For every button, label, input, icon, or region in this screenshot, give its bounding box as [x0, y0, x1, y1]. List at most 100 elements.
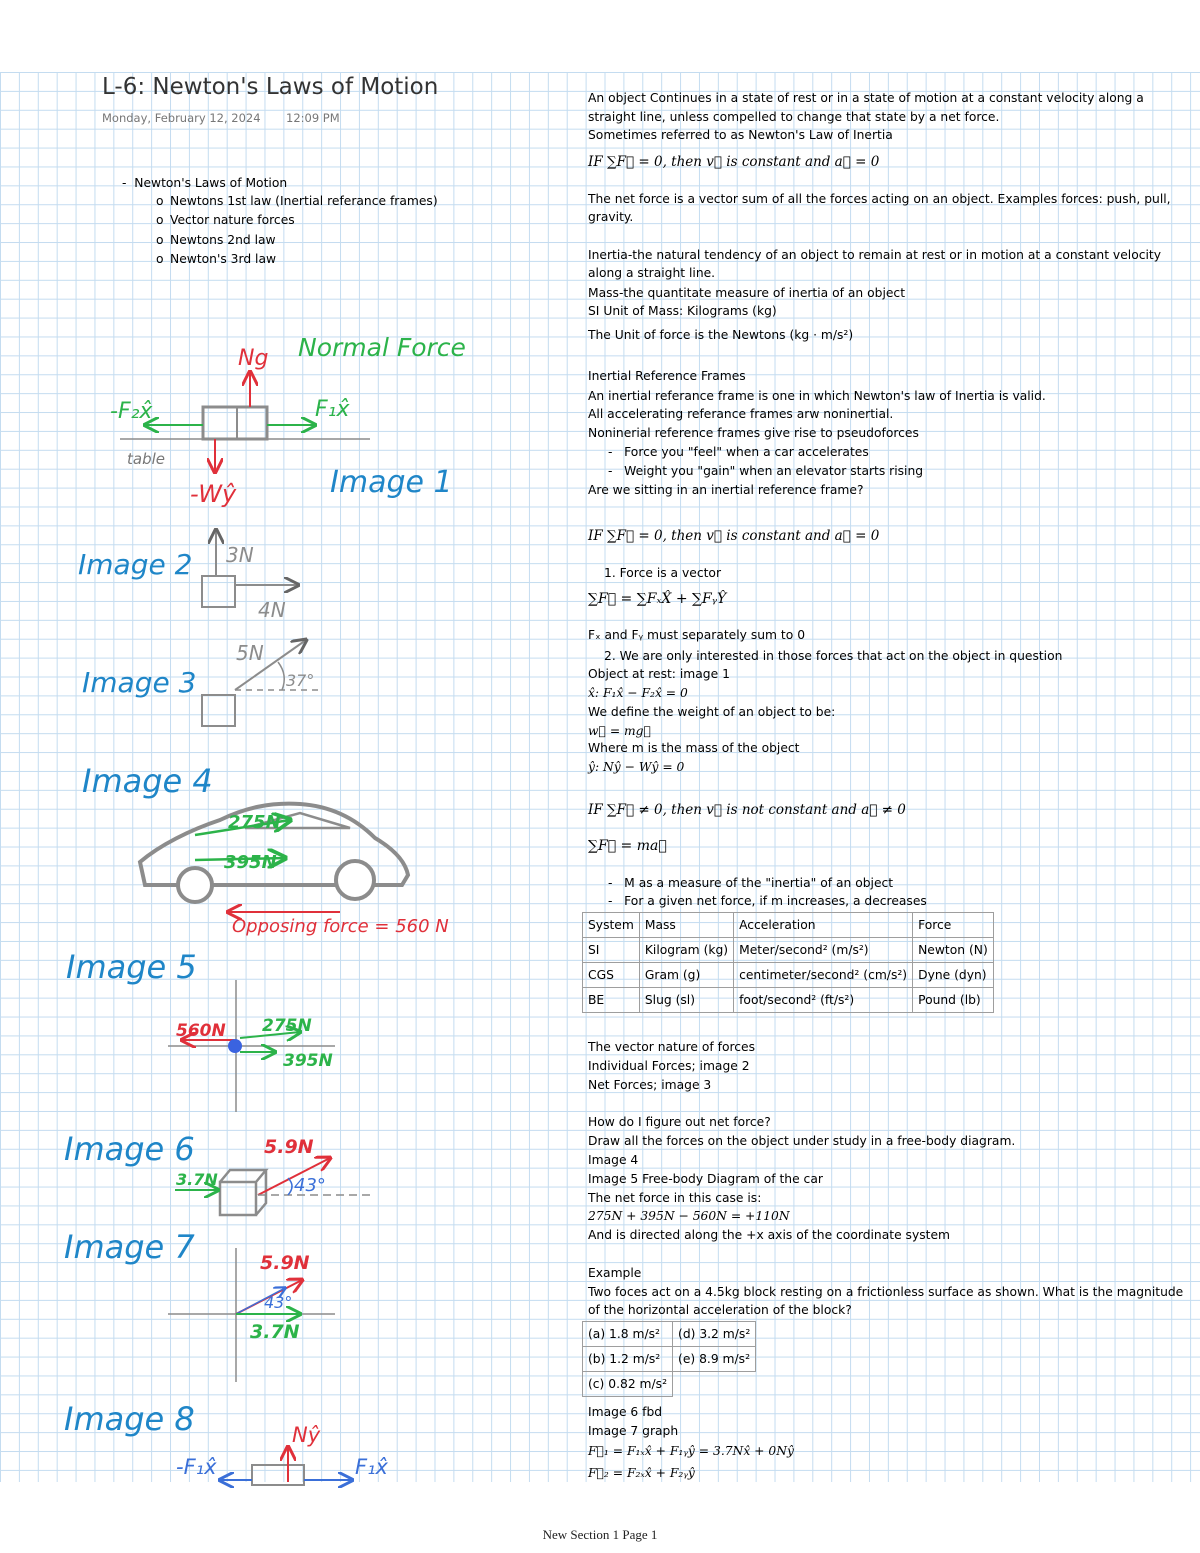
- table-cell: Acceleration: [733, 912, 914, 938]
- table-cell: Gram (g): [638, 962, 735, 988]
- image6-cube: [218, 1168, 269, 1217]
- image6-left-label: 3.7N: [176, 1170, 218, 1189]
- image4-front-wheel: [176, 866, 214, 904]
- image8-normal-label: Nŷ: [292, 1423, 321, 1447]
- table-row: (a) 1.8 m/s² (d) 3.2 m/s²: [581, 1321, 757, 1347]
- image4-caption: Image 4: [82, 762, 213, 800]
- image5-diagram: Image 5 560N 275N 395N: [66, 948, 335, 1112]
- text-line: The vector nature of forces: [588, 1040, 756, 1054]
- text-line: Two foces act on a 4.5kg block resting o…: [588, 1285, 1184, 1299]
- table-cell: foot/second² (ft/s²): [733, 987, 914, 1013]
- table-row: SI Kilogram (kg) Meter/second² (m/s²) Ne…: [582, 937, 994, 963]
- image5-caption: Image 5: [66, 948, 197, 986]
- table-cell: Meter/second² (m/s²): [733, 937, 914, 963]
- text-line: Individual Forces; image 2: [588, 1059, 750, 1073]
- table-cell: centimeter/second² (cm/s²): [733, 962, 914, 988]
- text-line: Image 6 fbd: [588, 1405, 663, 1419]
- image4-f1-label: 275N: [228, 812, 281, 833]
- page-date: Monday, February 12, 2024: [102, 111, 261, 125]
- image7-component-arrow: [235, 1288, 285, 1315]
- text-line: How do I figure out net force?: [588, 1115, 771, 1129]
- image2-caption: Image 2: [78, 548, 192, 581]
- image2-block: [201, 575, 236, 608]
- image3-diagram: Image 3 5N 37°: [82, 640, 320, 727]
- image3-block: [201, 694, 236, 727]
- image1-f2-label: -F₂x̂: [110, 399, 153, 424]
- image1-ng-label: Ng: [238, 346, 268, 371]
- image4-f2-label: 395N: [224, 852, 277, 873]
- image6-diagram: Image 6 5.9N 3.7N 43°: [64, 1130, 375, 1217]
- answer-choice: (d) 3.2 m/s²: [672, 1321, 757, 1347]
- table-cell: BE: [582, 987, 640, 1013]
- text-line: We define the weight of an object to be:: [588, 705, 836, 719]
- equation: IF ∑F⃗ = 0, then v⃗ is constant and a⃗ =…: [588, 154, 880, 170]
- table-cell: Force: [912, 912, 994, 938]
- image1-normal-label: Normal Force: [298, 333, 466, 362]
- image8-caption: Image 8: [64, 1400, 195, 1438]
- image6-force-arrow: [257, 1158, 330, 1196]
- table-row: System Mass Acceleration Force: [582, 912, 994, 938]
- page-footer: New Section 1 Page 1: [542, 1527, 658, 1542]
- image8-right-label: F₁x̂: [355, 1455, 388, 1479]
- image5-right1-arrow: [239, 1032, 300, 1038]
- equation: F⃗₁ = F₁ₓx̂ + F₁ᵧŷ = 3.7Nx̂ + 0Nŷ: [588, 1444, 794, 1458]
- table-cell: CGS: [582, 962, 640, 988]
- image5-right1-label: 275N: [262, 1016, 312, 1036]
- text-line: Sometimes referred to as Newton's Law of…: [588, 128, 893, 142]
- text-line: Draw all the forces on the object under …: [588, 1134, 1016, 1148]
- table-cell: Newton (N): [912, 937, 994, 963]
- image1-caption: Image 1: [330, 465, 453, 500]
- image1-weight-label: -Wŷ: [190, 480, 237, 508]
- text-line: Noninerial reference frames give rise to…: [588, 426, 919, 440]
- page-time: 12:09 PM: [286, 111, 340, 125]
- bullet-item-label: Force you "feel" when a car accelerates: [624, 445, 869, 459]
- table-cell: Kilogram (kg): [638, 937, 735, 963]
- numbered-item: 1. Force is a vector: [604, 566, 722, 580]
- section-heading: Inertial Reference Frames: [588, 369, 746, 383]
- image8-left-label: -F₁x̂: [176, 1455, 217, 1479]
- image2-up-label: 3N: [226, 543, 254, 567]
- image3-caption: Image 3: [82, 666, 196, 699]
- image3-angle-label: 37°: [286, 671, 314, 690]
- answer-choice: (c) 0.82 m/s²: [581, 1371, 674, 1397]
- outline-item-label: Newtons 2nd law: [170, 233, 276, 247]
- equation: ŷ: Nŷ − Wŷ = 0: [588, 760, 685, 774]
- image1-diagram: Normal Force Ng -F₂x̂ F₁x̂ table -Wŷ Im…: [110, 333, 466, 508]
- text-line: Where m is the mass of the object: [588, 741, 800, 755]
- image6-caption: Image 6: [64, 1130, 195, 1168]
- image6-angle-label: 43°: [294, 1175, 326, 1196]
- image7-x-label: 3.7N: [250, 1321, 300, 1343]
- text-line: Image 5 Free-body Diagram of the car: [588, 1172, 823, 1186]
- text-line: SI Unit of Mass: Kilograms (kg): [588, 304, 777, 318]
- text-line: An inertial referance frame is one in wh…: [588, 389, 1046, 403]
- outline-top-label: Newton's Laws of Motion: [134, 176, 288, 190]
- table-cell: SI: [582, 937, 640, 963]
- outline-item-label: Newtons 1st law (Inertial referance fram…: [170, 194, 438, 208]
- equation: ∑F⃗ = ∑FₓX̂ + ∑FᵧŶ: [588, 591, 727, 607]
- outline-item-label: Vector nature forces: [170, 213, 295, 227]
- text-line: Image 4: [588, 1153, 639, 1167]
- image7-diagram: Image 7 5.9N 43° 3.7N: [64, 1228, 335, 1382]
- image5-point: [228, 1039, 242, 1053]
- answer-choice: (b) 1.2 m/s²: [581, 1346, 674, 1372]
- image7-angle-label: 43°: [264, 1293, 292, 1312]
- bullet-item-label: Weight you "gain" when an elevator start…: [624, 464, 924, 478]
- equation: x̂: F₁x̂ − F₂x̂ = 0: [588, 686, 688, 700]
- equation: ∑F⃗ = ma⃗: [588, 838, 667, 854]
- table-cell: Slug (sl): [638, 987, 735, 1013]
- image5-right2-label: 395N: [283, 1051, 333, 1071]
- image1-table-label: table: [127, 450, 165, 468]
- text-line: straight line, unless compelled to chang…: [588, 110, 1000, 124]
- image8-block: [251, 1464, 305, 1486]
- image6-force-label: 5.9N: [264, 1136, 314, 1158]
- image4-f1-arrow: [194, 820, 290, 837]
- image8-diagram: Image 8 Nŷ -F₁x̂ F₁x̂: [64, 1400, 388, 1485]
- answer-choices-table: (a) 1.8 m/s² (d) 3.2 m/s² (b) 1.2 m/s² (…: [581, 1321, 757, 1397]
- page-title: L-6: Newton's Laws of Motion: [102, 74, 439, 100]
- image4-car-body: [137, 801, 411, 887]
- image1-f1-label: F₁x̂: [315, 397, 350, 422]
- text-line: The net force is a vector sum of all the…: [588, 192, 1171, 206]
